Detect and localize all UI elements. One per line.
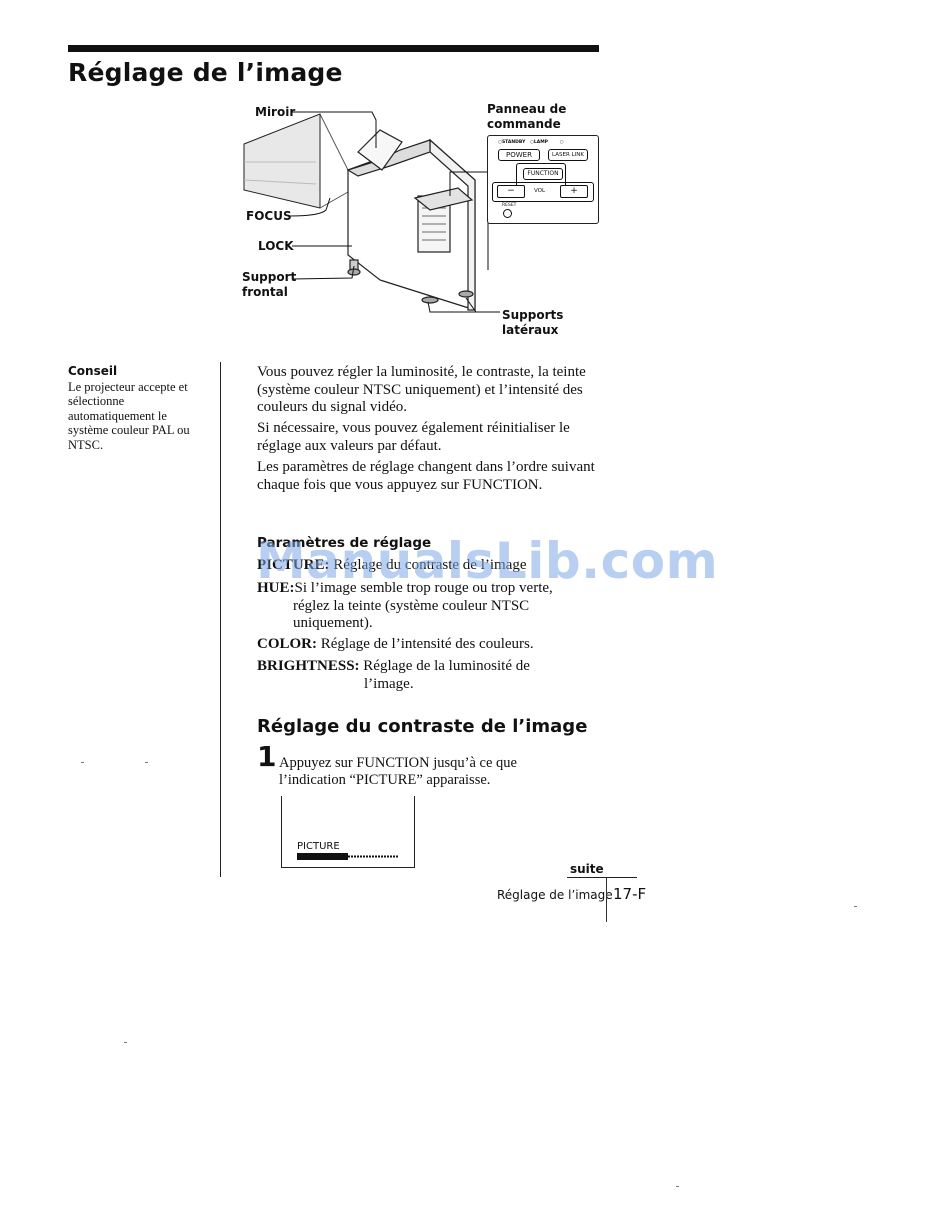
callout-support-frontal: Support frontal — [242, 270, 296, 300]
section-heading: Réglage du contraste de l’image — [257, 716, 588, 737]
continued-rule — [567, 877, 637, 878]
param-hue-term: HUE: — [257, 580, 295, 596]
function-button: FUNCTION — [523, 168, 563, 180]
watermark: ManualsLib.com — [256, 532, 719, 590]
osd-level-bar — [297, 853, 399, 860]
osd-screen — [281, 796, 415, 868]
intro-paragraph-1: Vous pouvez régler la luminosité, le con… — [257, 364, 586, 415]
param-color-term: COLOR: — [257, 636, 317, 652]
vol-minus-button: − — [497, 185, 525, 198]
page-title: Réglage de l’image — [68, 58, 343, 87]
param-color-desc: Réglage de l’intensité des couleurs. — [320, 636, 534, 652]
footer-section-title: Réglage de l’image — [497, 888, 613, 902]
vol-label: VOL — [534, 188, 546, 194]
vol-bracket — [492, 182, 594, 202]
projector-illustration — [243, 111, 500, 313]
control-panel-inset: ○STANDBY ○LAMP ○ POWER LASER LINK FUNCTI… — [487, 135, 599, 224]
callout-lines — [289, 111, 500, 313]
param-picture-term: PICTURE: — [257, 557, 330, 573]
header-rule — [68, 45, 599, 52]
param-picture: PICTURE: Réglage du contraste de l’image — [257, 557, 527, 575]
vol-plus-button: + — [560, 185, 588, 198]
indicator-icon: ○ — [559, 140, 564, 145]
param-brightness-desc-1: Réglage de la luminosité de — [363, 658, 530, 674]
continued-label: suite — [570, 862, 604, 876]
step-text: Appuyez sur FUNCTION jusqu’à ce que l’in… — [279, 755, 517, 788]
callout-focus: FOCUS — [246, 209, 292, 223]
projected-image — [243, 113, 349, 209]
page-number: 17-F — [613, 885, 647, 903]
param-brightness-desc-2: l’image. — [364, 675, 414, 692]
param-hue-desc-1: Si l’image semble trop rouge ou trop ver… — [294, 580, 553, 596]
param-color: COLOR: Réglage de l’intensité des couleu… — [257, 636, 534, 654]
tip-text: Le projecteur accepte et sélectionne aut… — [68, 380, 190, 452]
footer-divider — [606, 878, 607, 922]
tip-heading: Conseil — [68, 364, 118, 378]
callout-support-line1: Support — [242, 270, 297, 284]
callout-panneau-line2: commande — [487, 117, 561, 131]
laser-link-button: LASER LINK — [548, 149, 588, 161]
param-hue: HUE:Si l’image semble trop rouge ou trop… — [257, 580, 597, 633]
callout-support-line2: frontal — [242, 285, 288, 299]
function-bracket — [516, 163, 566, 186]
reset-button-icon — [503, 209, 512, 218]
sidebar-divider — [220, 362, 221, 877]
intro-paragraph-3: Les paramètres de réglage changent dans … — [257, 459, 595, 493]
standby-indicator-icon: ○ — [498, 140, 502, 145]
projector-body — [346, 129, 476, 311]
power-button: POWER — [498, 149, 540, 161]
intro-paragraph-2: Si nécessaire, vous pouvez également réi… — [257, 420, 570, 454]
params-heading: Paramètres de réglage — [257, 535, 432, 551]
callout-supports-line1: Supports — [502, 308, 564, 322]
osd-level-fill — [297, 853, 348, 860]
lamp-indicator-icon: ○ — [529, 140, 534, 145]
callout-miroir: Miroir — [255, 105, 296, 119]
callout-panneau-de-commande: Panneau de commande — [487, 102, 566, 132]
osd-label: PICTURE — [297, 841, 340, 852]
standby-label: STANDBY — [501, 140, 526, 145]
param-hue-desc-2: réglez la teinte (système couleur NTSC u… — [293, 597, 530, 632]
callout-lock: LOCK — [258, 239, 294, 253]
callout-supports-lateraux: Supports latéraux — [502, 308, 563, 338]
callout-supports-line2: latéraux — [502, 323, 559, 337]
param-picture-desc: Réglage du contraste de l’image — [333, 557, 527, 573]
step-number: 1 — [257, 740, 277, 773]
callout-panneau-line1: Panneau de — [487, 102, 567, 116]
param-brightness-term: BRIGHTNESS: — [257, 658, 360, 674]
reset-label: RESET — [502, 203, 517, 208]
param-brightness: BRIGHTNESS: Réglage de la luminosité de … — [257, 658, 530, 693]
lamp-label: LAMP — [533, 140, 548, 145]
